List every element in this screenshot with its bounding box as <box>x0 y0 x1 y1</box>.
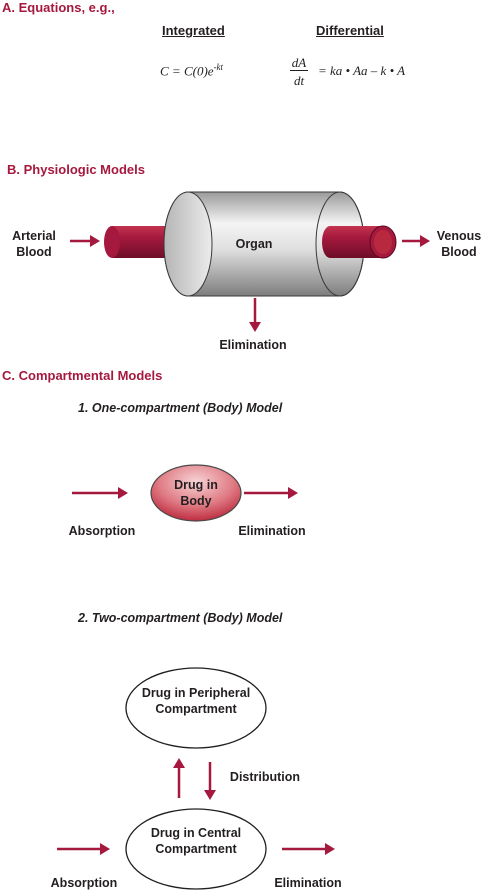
section-a-title: A. Equations, e.g., <box>2 0 115 15</box>
integrated-header: Integrated <box>162 23 225 38</box>
organ-elimination-label: Elimination <box>219 338 287 352</box>
arterial-blood-label: Arterial Blood <box>12 229 56 259</box>
one-absorption-arrowhead <box>118 487 128 499</box>
two-elimination-label: Elimination <box>274 876 342 890</box>
distribution-label: Distribution <box>229 770 301 784</box>
one-elimination-label: Elimination <box>238 524 306 538</box>
peripheral-to-central-arrowhead <box>204 790 216 800</box>
integrated-equation-base: C = C(0)e <box>160 63 214 79</box>
differential-numerator: dA <box>290 55 308 71</box>
organ-elimination-arrowhead <box>249 322 261 332</box>
venous-tube <box>322 225 397 259</box>
differential-header: Differential <box>316 23 384 38</box>
differential-fraction: dA dt <box>290 55 308 88</box>
physiologic-arrows <box>70 235 430 332</box>
section-b-title: B. Physiologic Models <box>7 162 145 177</box>
integrated-equation-exponent: -kt <box>213 62 224 72</box>
two-absorption-arrowhead <box>100 843 110 855</box>
integrated-equation: C = C(0)e-kt <box>160 62 223 79</box>
organ-label: Organ <box>235 237 273 251</box>
differential-rhs: = ka • Aa – k • A <box>318 63 406 78</box>
peripheral-compartment-node <box>125 667 267 749</box>
arterial-inflow-arrowhead <box>90 235 100 247</box>
drug-in-body-node <box>150 464 242 522</box>
one-compartment-title: 1. One-compartment (Body) Model <box>78 401 283 415</box>
one-elimination-arrowhead <box>288 487 298 499</box>
central-compartment-label: Drug in Central Compartment <box>150 826 242 856</box>
two-compartment-title: 2. Two-compartment (Body) Model <box>78 611 283 625</box>
venous-outflow-arrowhead <box>420 235 430 247</box>
drug-in-body-label: Drug in Body <box>174 478 218 508</box>
peripheral-compartment-label: Drug in Peripheral Compartment <box>141 686 251 716</box>
central-to-peripheral-arrowhead <box>173 758 185 768</box>
two-elimination-arrowhead <box>325 843 335 855</box>
one-absorption-label: Absorption <box>68 524 136 538</box>
two-compartment-arrows <box>57 758 335 855</box>
one-compartment-arrows <box>72 487 298 499</box>
central-compartment-node <box>125 808 267 890</box>
differential-denominator: dt <box>293 73 305 88</box>
venous-blood-label: Venous Blood <box>436 229 482 259</box>
section-c-title: C. Compartmental Models <box>2 368 163 383</box>
two-absorption-label: Absorption <box>50 876 118 890</box>
organ-cylinder <box>163 191 365 297</box>
